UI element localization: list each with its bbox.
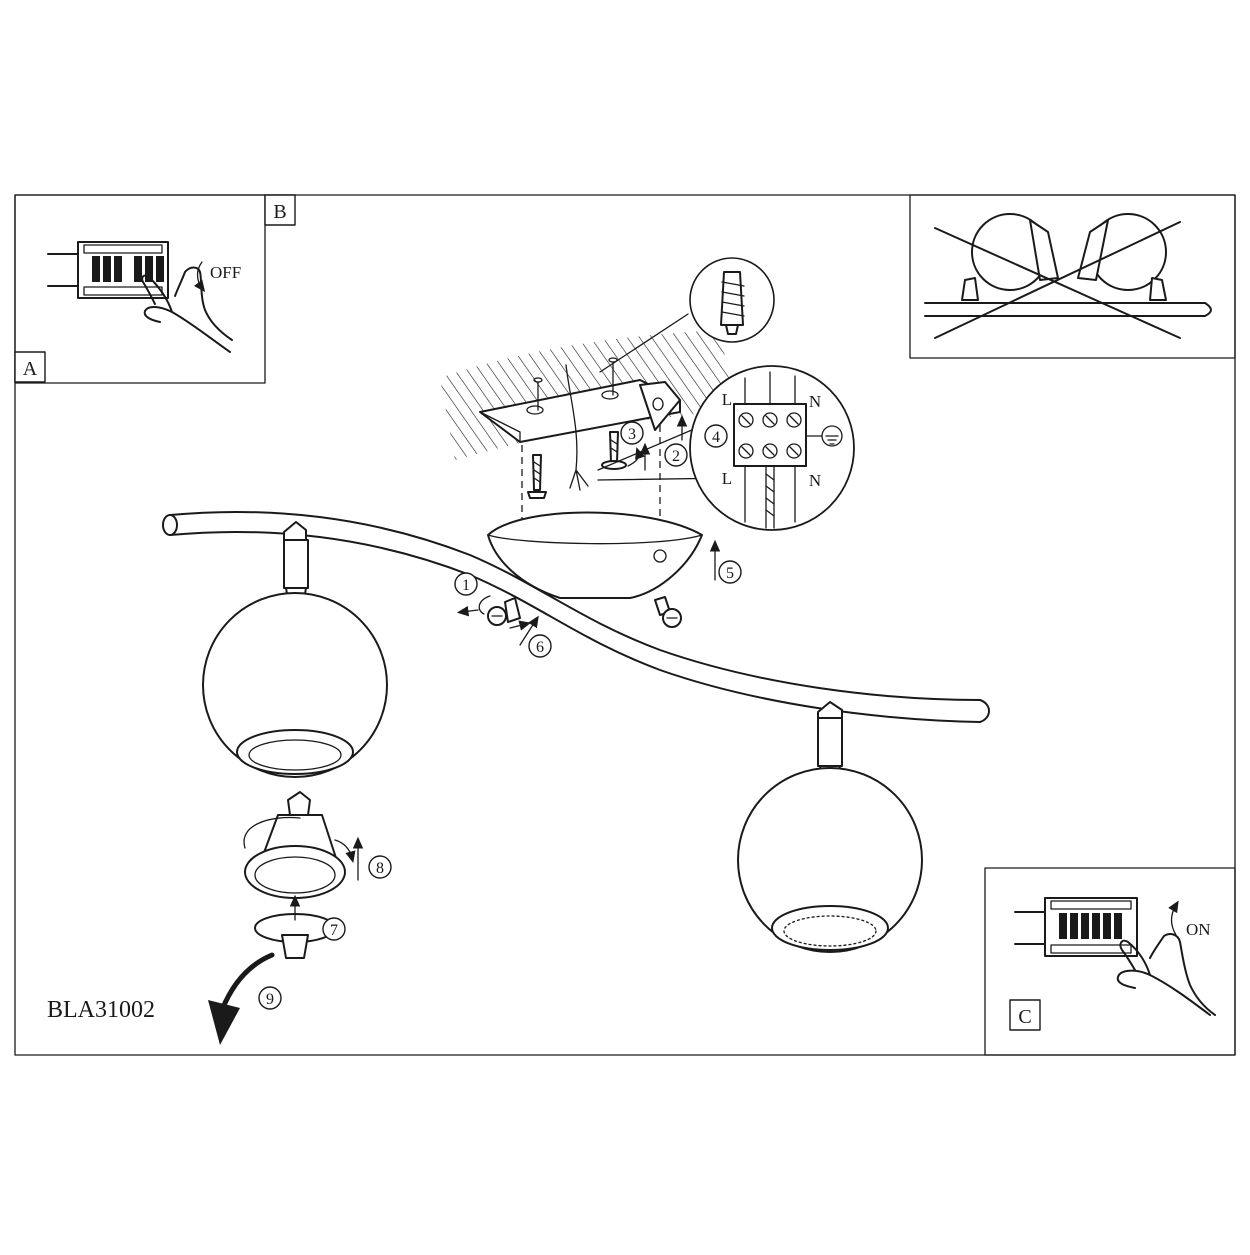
panel-a-frame xyxy=(14,194,266,384)
svg-text:1: 1 xyxy=(462,577,470,594)
cross-line-1 xyxy=(934,227,1181,339)
spotlight-right xyxy=(737,701,923,953)
switch-off-arrow xyxy=(193,261,206,293)
gu10-bulb xyxy=(244,791,346,899)
step-6-marker: 6 xyxy=(528,634,552,658)
bulb-rotate-arc xyxy=(243,816,301,849)
svg-text:6: 6 xyxy=(536,639,544,656)
fuse-box-icon xyxy=(47,241,169,299)
terminal-block-callout: L N L N xyxy=(597,365,855,531)
warning-panel-frame xyxy=(909,194,1236,359)
svg-text:4: 4 xyxy=(712,429,720,446)
wall-plug-icon xyxy=(720,271,745,335)
step-9-marker: 9 xyxy=(258,986,282,1010)
terminal-block xyxy=(733,403,807,467)
step-8-marker: 8 xyxy=(368,855,392,879)
terminal-neutral-bottom: N xyxy=(809,471,821,490)
mounting-screw-left xyxy=(527,454,547,499)
panel-c-switch-on: C ON xyxy=(984,867,1236,1056)
mounting-screw-right xyxy=(601,431,627,470)
panel-a-label-box xyxy=(14,351,46,383)
step-1-marker: 1 xyxy=(454,572,478,596)
panel-b-label: B xyxy=(273,201,286,223)
globe-left xyxy=(202,592,388,778)
svg-text:3: 3 xyxy=(628,426,636,443)
panel-c-label: C xyxy=(1018,1006,1031,1028)
panel-b-label-box xyxy=(264,194,296,226)
fuse-box-icon xyxy=(1014,897,1138,957)
ceiling-mount-assembly xyxy=(440,257,775,570)
step-7-marker: 7 xyxy=(322,917,346,941)
removal-arrow xyxy=(219,952,275,1013)
globe-right xyxy=(737,767,923,953)
panel-c-label-box xyxy=(1009,999,1041,1031)
hand-icon xyxy=(1116,933,1216,1016)
step-5-marker: 5 xyxy=(718,560,742,584)
warning-panel-incorrect-position xyxy=(909,194,1236,359)
panel-b: B xyxy=(264,194,296,226)
lamp-bar-end-right xyxy=(979,699,990,723)
lamp-bar-end-left xyxy=(162,514,178,536)
cross-line-2 xyxy=(934,221,1181,339)
step-2-marker: 2 xyxy=(664,443,688,467)
step-4-marker: 4 xyxy=(704,424,728,448)
terminal-neutral-top: N xyxy=(809,392,821,411)
spotlight-left xyxy=(202,521,388,778)
svg-text:5: 5 xyxy=(726,565,734,582)
lamp-bar-top-edge xyxy=(169,510,981,701)
model-code: BLA31002 xyxy=(47,997,155,1023)
lamp-fixture xyxy=(162,510,990,1045)
mounting-bracket xyxy=(639,381,681,431)
earth-symbol-icon xyxy=(821,425,843,447)
svg-text:8: 8 xyxy=(376,860,384,877)
terminal-live-bottom: L xyxy=(722,469,732,488)
svg-text:9: 9 xyxy=(266,991,274,1008)
canopy-screw-left xyxy=(487,597,521,626)
panel-a-label: A xyxy=(23,358,38,380)
outer-frame xyxy=(14,194,1236,1056)
switch-on-arrow xyxy=(1168,900,1179,936)
hand-icon xyxy=(141,266,233,353)
svg-text:7: 7 xyxy=(330,922,338,939)
step-3-marker: 3 xyxy=(620,421,644,445)
panel-c-frame xyxy=(984,867,1236,1056)
switch-off-label: OFF xyxy=(210,263,241,282)
canopy xyxy=(487,511,703,599)
panel-a-switch-off: A OFF xyxy=(14,194,266,384)
mains-wires xyxy=(565,364,589,491)
step-markers: 1 2 3 4 5 6 7 8 xyxy=(258,421,742,1010)
svg-text:2: 2 xyxy=(672,448,680,465)
canopy-screw-right xyxy=(654,596,682,628)
switch-on-label: ON xyxy=(1186,920,1211,939)
terminal-live-top: L xyxy=(722,390,732,409)
